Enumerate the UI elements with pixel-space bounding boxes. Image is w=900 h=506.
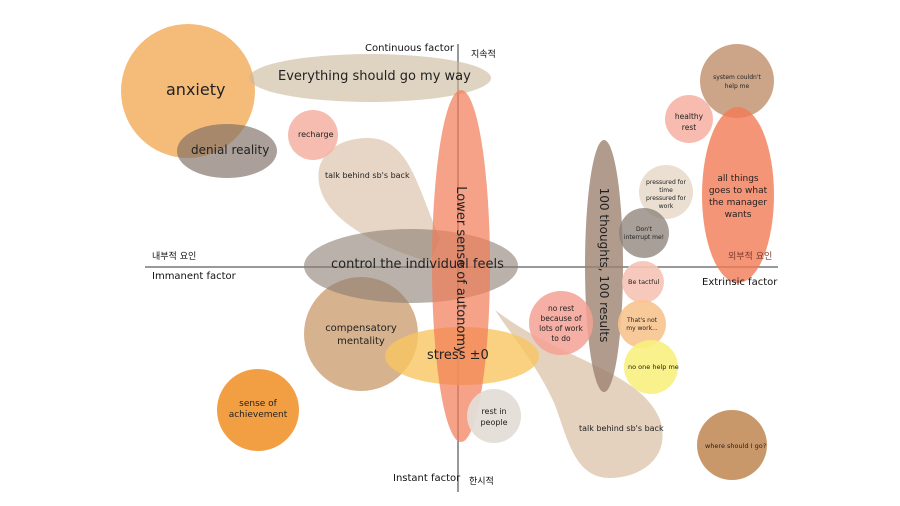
pressured-line1: pressured for [646, 179, 686, 186]
rest-in-people-label: rest in people [474, 406, 514, 428]
no-rest-line4: to do [551, 334, 571, 343]
healthy-rest-bubble [665, 95, 713, 143]
achievement-line1: sense of [239, 399, 277, 409]
no-rest-line1: no rest [547, 304, 575, 313]
stress-label: stress ±0 [427, 348, 489, 363]
compensatory-line1: compensatory [325, 323, 397, 334]
control-individual-label: control the individual feels [331, 257, 504, 272]
compensatory-mentality-label: compensatory mentality [318, 322, 404, 348]
extrinsic-factor-label: Extrinsic factor [702, 277, 778, 288]
sense-achievement-bubble [217, 369, 299, 451]
recharge-bubble [288, 110, 338, 160]
no-rest-label: no rest because of lots of work to do [533, 304, 589, 344]
thats-not-bubble [618, 300, 666, 348]
instant-factor-kr-label: 한시적 [469, 477, 494, 487]
extrinsic-factor-kr-label: 외부적 요인 [728, 252, 773, 262]
dont-interrupt-line2: interrupt me! [623, 234, 665, 241]
system-couldnt-line2: help me [724, 83, 750, 90]
rest-in-people-line2: people [480, 418, 508, 427]
all-things-line2: goes to what [708, 186, 768, 196]
immanent-factor-kr-label: 내부적 요인 [152, 252, 197, 262]
all-things-line4: wants [724, 210, 752, 220]
all-things-bubble [702, 107, 774, 283]
all-things-line1: all things [717, 174, 759, 184]
denial-reality-label: denial reality [191, 143, 270, 157]
continuous-factor-label: Continuous factor [365, 43, 454, 54]
where-should-label: where should I go? [705, 442, 767, 450]
everything-my-way-label: Everything should go my way [278, 69, 471, 84]
lower-autonomy-label: Lower sense of autonomy [453, 186, 468, 354]
continuous-factor-kr-label: 지속적 [471, 50, 496, 60]
all-things-label: all things goes to what the manager want… [702, 173, 774, 221]
lower-autonomy-bubble [432, 90, 490, 442]
talk-behind-right-label: talk behind sb's back [579, 424, 664, 433]
hundred-thoughts-bubble [585, 140, 623, 392]
all-things-line3: the manager [708, 198, 768, 208]
thats-not-label: That's not my work... [620, 317, 664, 333]
no-one-help-bubble [624, 340, 678, 394]
rest-in-people-line1: rest in [481, 407, 507, 416]
be-tactful-bubble [622, 261, 664, 303]
sense-achievement-label: sense of achievement [220, 399, 296, 421]
rest-in-people-bubble [467, 389, 521, 443]
pressured-line2: time [659, 187, 673, 194]
system-couldnt-label: system couldn't help me [707, 73, 767, 91]
no-rest-line3: lots of work [539, 324, 583, 333]
dont-interrupt-label: Don't interrupt me! [622, 226, 666, 242]
dont-interrupt-line1: Don't [635, 226, 653, 233]
system-couldnt-bubble [700, 44, 774, 118]
healthy-rest-label: healthy rest [670, 111, 708, 133]
thats-not-line2: my work... [626, 325, 658, 332]
immanent-factor-label: Immanent factor [152, 271, 236, 282]
everything-my-way-bubble [249, 54, 491, 102]
pressured-label: pressured for time pressured for work [641, 179, 691, 211]
denial-reality-bubble [177, 124, 277, 178]
compensatory-line2: mentality [337, 336, 385, 347]
healthy-rest-line2: rest [681, 123, 697, 132]
no-one-help-label: no one help me [628, 363, 679, 371]
be-tactful-label: Be tactful [628, 278, 660, 286]
achievement-line2: achievement [228, 410, 288, 420]
healthy-rest-line1: healthy [674, 112, 704, 121]
dont-interrupt-bubble [619, 208, 669, 258]
where-should-bubble [697, 410, 767, 480]
pressured-line3: pressured for [646, 195, 686, 202]
recharge-label: recharge [298, 130, 334, 139]
no-rest-bubble [529, 291, 593, 355]
talk-behind-left-label: talk behind sb's back [325, 171, 410, 180]
instant-factor-label: Instant factor [393, 473, 461, 484]
thats-not-line1: That's not [626, 317, 657, 324]
pressured-line4: work [658, 203, 674, 210]
system-couldnt-line1: system couldn't [713, 74, 761, 81]
pressured-bubble [639, 165, 693, 219]
anxiety-label: anxiety [166, 80, 226, 99]
hundred-thoughts-label: 100 thoughts, 100 results [597, 188, 611, 343]
no-rest-line2: because of [540, 314, 582, 323]
